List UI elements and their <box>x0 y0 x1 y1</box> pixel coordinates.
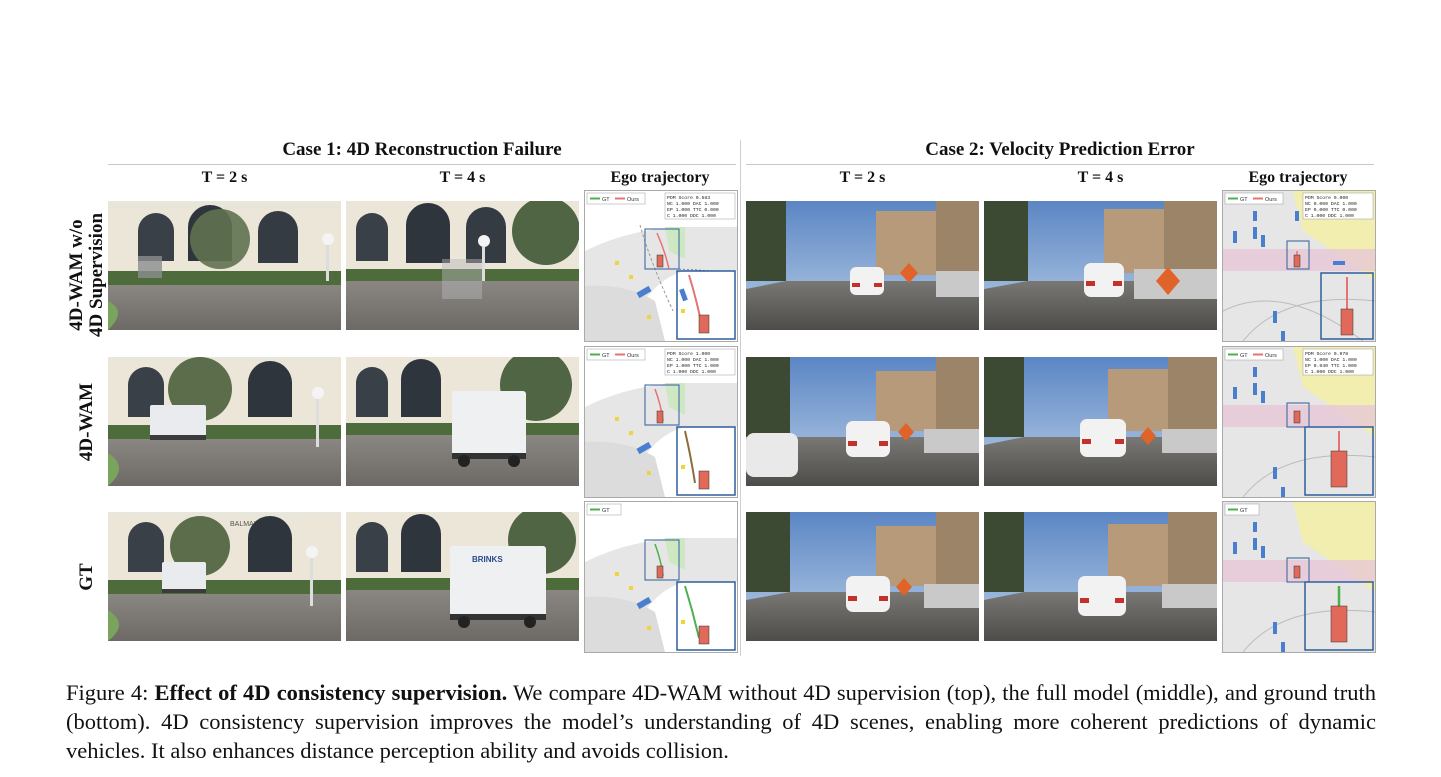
caption-body: We compare 4D-WAM without 4D supervision… <box>66 680 1376 763</box>
case1-row1-t4-image <box>346 201 579 330</box>
row-label-4dwam: 4D-WAM <box>76 382 97 462</box>
metric-line-1: PDM Score 0.978 <box>1305 351 1348 357</box>
case1-row1-t2-image <box>108 201 341 330</box>
legend-ours-label: Ours <box>627 197 639 203</box>
legend-ours-label: Ours <box>627 353 639 359</box>
legend-ours-label: Ours <box>1265 197 1277 203</box>
metric-line-2: NC 1.000 DAC 1.000 <box>667 201 719 207</box>
metric-line-3: EP 0.000 TTC 0.000 <box>1305 207 1357 213</box>
caption-prefix: Figure 4: <box>66 680 155 705</box>
case1-row2-trajectory-map: GT Ours PDM Score 1.000 NC 1.000 DAC 1.0… <box>584 346 738 498</box>
case1-row3-t2-image: BALMAIN <box>108 512 341 641</box>
legend-gt-label: GT <box>602 508 610 514</box>
metric-line-3: EP 1.000 TTC 1.000 <box>667 363 719 369</box>
metric-line-4: C 1.000 DDC 1.000 <box>1305 369 1354 375</box>
metric-line-4: C 1.000 DDC 1.000 <box>1305 213 1354 219</box>
case1-col-t4: T = 4 s <box>439 169 486 186</box>
case2-row1-t4-image <box>984 201 1217 330</box>
metric-line-4: C 1.000 DDC 1.000 <box>667 213 716 219</box>
case-divider <box>740 140 741 656</box>
case2-row2-t2-image <box>746 357 979 486</box>
case2-col-traj: Ego trajectory <box>1248 169 1348 186</box>
metric-line-4: C 1.000 DDC 1.000 <box>667 369 716 375</box>
metric-line-3: EP 0.940 TTC 1.000 <box>1305 363 1357 369</box>
case1-row1-trajectory-map: GT Ours PDM Score 0.583 NC 1.000 DAC 1.0… <box>584 190 738 342</box>
case1-title: Case 1: 4D Reconstruction Failure <box>282 139 562 160</box>
legend-gt-label: GT <box>602 353 610 359</box>
case2-row2-trajectory-map: GT Ours PDM Score 0.978 NC 1.000 DAC 1.0… <box>1222 346 1376 498</box>
metric-line-1: PDM Score 1.000 <box>667 351 710 357</box>
case2-row3-trajectory-map: GT <box>1222 501 1376 653</box>
case1-col-traj: Ego trajectory <box>610 169 710 186</box>
case1-row2-t4-image <box>346 357 579 486</box>
row-label-gt: GT <box>76 563 97 591</box>
case2-row3-t2-image <box>746 512 979 641</box>
caption-bold: Effect of 4D consistency supervision. <box>154 680 508 705</box>
case2-row3-t4-image <box>984 512 1217 641</box>
case1-row3-trajectory-map: GT <box>584 501 738 653</box>
case1-col-t2: T = 2 s <box>201 169 248 186</box>
metric-line-3: EP 1.000 TTC 0.000 <box>667 207 719 213</box>
metric-line-1: PDM Score 0.000 <box>1305 195 1348 201</box>
legend-gt-label: GT <box>602 197 610 203</box>
brinks-logo: BRINKS <box>472 555 503 564</box>
metric-line-1: PDM Score 0.583 <box>667 195 710 201</box>
case1-row3-t4-image: BRINKS <box>346 512 579 641</box>
metric-line-2: NC 1.000 DAC 1.000 <box>1305 357 1357 363</box>
case2-col-t4: T = 4 s <box>1077 169 1124 186</box>
figure-caption: Figure 4: Effect of 4D consistency super… <box>66 678 1376 765</box>
case2-col-t2: T = 2 s <box>839 169 886 186</box>
balmain-sign: BALMAIN <box>230 521 261 528</box>
metric-line-2: NC 0.000 DAC 1.000 <box>1305 201 1357 207</box>
legend-gt-label: GT <box>1240 508 1248 514</box>
case2-row1-t2-image <box>746 201 979 330</box>
legend-gt-label: GT <box>1240 353 1248 359</box>
case2-title: Case 2: Velocity Prediction Error <box>925 139 1195 160</box>
case2-row2-t4-image <box>984 357 1217 486</box>
case1-rule <box>108 164 736 165</box>
case2-rule <box>746 164 1374 165</box>
case2-row1-trajectory-map: GT Ours PDM Score 0.000 NC 0.000 DAC 1.0… <box>1222 190 1376 342</box>
legend-gt-label: GT <box>1240 197 1248 203</box>
legend-ours-label: Ours <box>1265 353 1277 359</box>
case1-row2-t2-image <box>108 357 341 486</box>
metric-line-2: NC 1.000 DAC 1.000 <box>667 357 719 363</box>
